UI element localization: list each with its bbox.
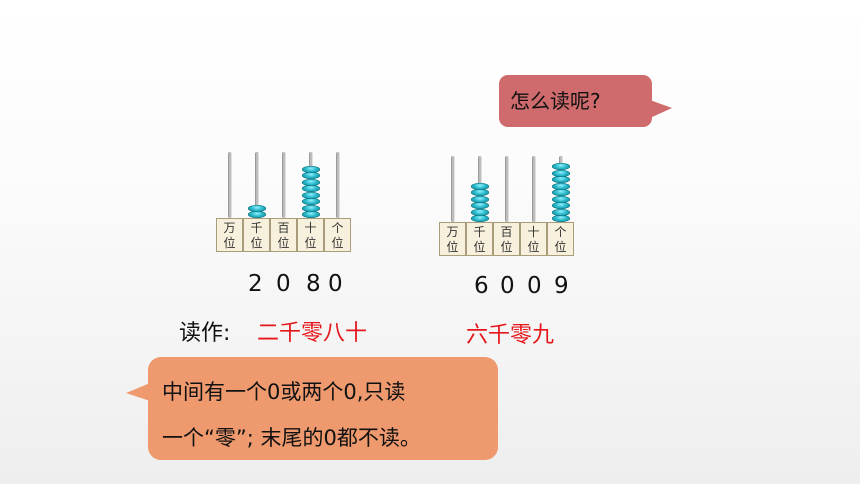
abacus-bead <box>470 189 489 196</box>
place-value-label: 百位 <box>493 222 520 256</box>
abacus-bead <box>301 185 320 192</box>
rule-bubble: 中间有一个0或两个0,只读 一个“零”; 末尾的0都不读。 <box>126 357 498 460</box>
abacus-bead <box>551 195 570 203</box>
place-value-label: 万位 <box>216 218 243 252</box>
abacus-bead <box>301 172 320 179</box>
abacus-bead <box>301 211 320 218</box>
place-label-bottom: 位 <box>250 236 263 250</box>
place-label-top: 千 <box>250 221 263 235</box>
place-label-bottom: 位 <box>304 236 317 250</box>
abacus-right: 万位千位百位十位个位 <box>439 156 574 258</box>
place-label-bottom: 位 <box>527 240 540 254</box>
place-value-label: 千位 <box>243 218 270 252</box>
place-label-top: 万 <box>223 221 236 235</box>
abacus-rod <box>281 152 286 218</box>
place-value-label: 十位 <box>520 222 547 256</box>
abacus-bead <box>551 215 570 222</box>
place-label-bottom: 位 <box>554 240 567 254</box>
abacus-bead <box>551 208 570 216</box>
place-value-label: 个位 <box>547 222 574 256</box>
digit: 9 <box>554 273 569 299</box>
abacus-bead <box>301 165 320 173</box>
digit: 2 <box>248 271 263 297</box>
abacus-rod <box>254 152 259 218</box>
place-label-bottom: 位 <box>446 240 459 254</box>
place-label-bottom: 位 <box>500 240 513 254</box>
place-label-top: 百 <box>500 225 513 239</box>
abacus-rod <box>227 152 232 218</box>
place-label-top: 十 <box>527 225 540 239</box>
place-value-label: 万位 <box>439 222 466 256</box>
abacus-bead <box>301 198 320 205</box>
abacus-bead <box>470 202 489 209</box>
read-as-label: 读作: <box>179 321 231 346</box>
abacus-bead <box>247 204 266 212</box>
digit: 0 <box>500 273 515 299</box>
abacus-bead <box>470 215 489 222</box>
abacus-bead <box>301 204 320 212</box>
abacus-bead <box>551 202 570 209</box>
digit: 0 <box>328 271 343 297</box>
place-label-bottom: 位 <box>473 240 486 254</box>
abacus-bead <box>470 182 489 190</box>
place-value-label: 个位 <box>324 218 351 252</box>
bubble-tail <box>650 100 672 118</box>
place-value-label: 十位 <box>297 218 324 252</box>
abacus-rod <box>504 156 509 222</box>
place-label-top: 百 <box>277 221 290 235</box>
abacus-bead <box>551 169 570 177</box>
place-label-top: 万 <box>446 225 459 239</box>
digit: 6 <box>474 273 489 299</box>
abacus-bead <box>551 176 570 183</box>
abacus-bead <box>551 182 570 190</box>
abacus-bead <box>551 163 570 170</box>
abacus-bead <box>301 191 320 199</box>
abacus-left: 万位千位百位十位个位 <box>216 152 351 254</box>
abacus-rod <box>335 152 340 218</box>
place-label-bottom: 位 <box>331 236 344 250</box>
digit: 0 <box>527 273 542 299</box>
place-label-bottom: 位 <box>223 236 236 250</box>
place-label-top: 个 <box>331 221 344 235</box>
place-label-top: 十 <box>304 221 317 235</box>
question-bubble: 怎么读呢? <box>499 75 672 127</box>
digit: 0 <box>276 271 291 297</box>
abacus-bead <box>247 211 266 218</box>
place-label-bottom: 位 <box>277 236 290 250</box>
abacus-bead <box>301 178 320 186</box>
abacus-rod <box>450 156 455 222</box>
place-value-label: 百位 <box>270 218 297 252</box>
rule-line-2: 一个“零”; 末尾的0都不读。 <box>162 426 421 450</box>
reading-right: 六千零九 <box>466 323 555 348</box>
bubble-tail <box>126 383 150 401</box>
abacus-bead <box>551 189 570 196</box>
abacus-rod <box>531 156 536 222</box>
rule-line-1: 中间有一个0或两个0,只读 <box>162 380 406 404</box>
reading-left: 二千零八十 <box>257 321 368 346</box>
question-text: 怎么读呢? <box>510 89 601 113</box>
place-label-top: 千 <box>473 225 486 239</box>
place-label-top: 个 <box>554 225 567 239</box>
digit: 8 <box>306 271 321 297</box>
abacus-bead <box>470 208 489 216</box>
abacus-bead <box>470 195 489 203</box>
place-value-label: 千位 <box>466 222 493 256</box>
